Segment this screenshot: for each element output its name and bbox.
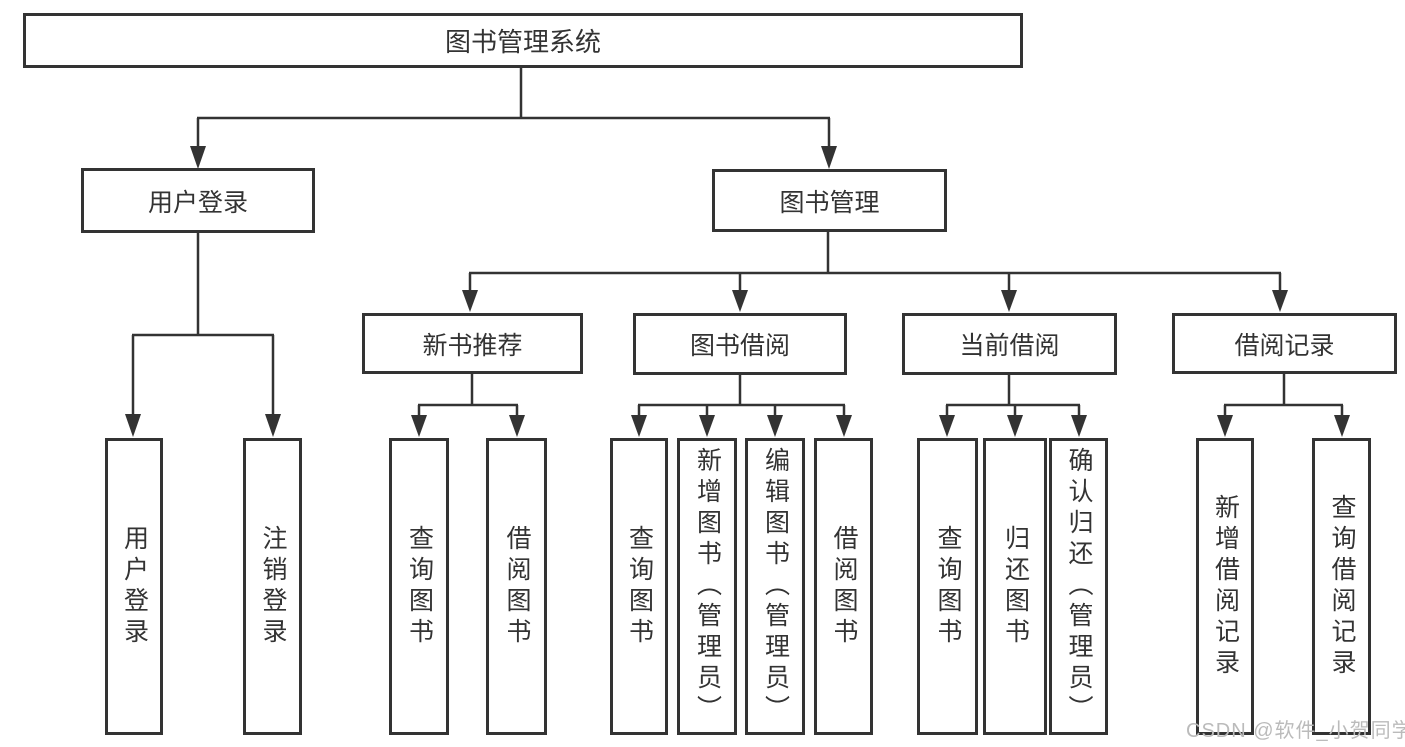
- node-book-management-label: 图书管理: [779, 188, 880, 217]
- arrowhead: [125, 414, 141, 437]
- node-current-borrow: 当前借阅: [902, 313, 1117, 375]
- arrowhead: [939, 415, 955, 437]
- arrowhead: [821, 146, 837, 169]
- arrowhead: [265, 414, 281, 437]
- node-current-borrow-label: 当前借阅: [959, 332, 1060, 360]
- arrowhead: [1217, 415, 1233, 437]
- leaf-bb-add-book-admin: 新增图书（管理员）: [677, 438, 737, 735]
- leaf-cb-confirm-return-admin-label: 确认归还（管理员）: [1065, 447, 1093, 726]
- arrowhead: [1071, 415, 1087, 437]
- leaf-bb-query-book: 查询图书: [610, 438, 668, 735]
- node-book-management: 图书管理: [712, 169, 947, 232]
- leaf-bb-edit-book-admin: 编辑图书（管理员）: [745, 438, 805, 735]
- leaf-nb-query-book: 查询图书: [389, 438, 449, 735]
- arrowhead: [631, 415, 647, 437]
- node-user-login: 用户登录: [81, 168, 315, 233]
- arrowhead: [462, 290, 478, 312]
- node-borrow-records: 借阅记录: [1172, 313, 1397, 374]
- leaf-bb-edit-book-admin-label: 编辑图书（管理员）: [761, 447, 790, 726]
- leaf-br-add-record: 新增借阅记录: [1196, 438, 1254, 735]
- arrowhead: [1334, 415, 1350, 437]
- leaf-nb-borrow-book-label: 借阅图书: [503, 524, 531, 649]
- node-root: 图书管理系统: [23, 13, 1023, 68]
- arrowhead: [1272, 290, 1288, 312]
- leaf-cb-confirm-return-admin: 确认归还（管理员）: [1049, 438, 1108, 735]
- leaf-cb-query-book: 查询图书: [917, 438, 978, 735]
- leaf-logout-login-label: 注销登录: [259, 524, 287, 649]
- leaf-br-query-record-label: 查询借阅记录: [1328, 493, 1356, 680]
- arrowhead: [1007, 415, 1023, 437]
- leaf-nb-borrow-book: 借阅图书: [486, 438, 547, 735]
- leaf-bb-add-book-admin-label: 新增图书（管理员）: [693, 447, 722, 726]
- csdn-watermark: CSDN @软件_小贺同学: [1186, 720, 1405, 742]
- arrowhead: [836, 415, 852, 437]
- node-new-book-recommend-label: 新书推荐: [422, 331, 523, 360]
- leaf-user-login-label: 用户登录: [120, 524, 149, 649]
- arrowhead: [732, 290, 748, 312]
- leaf-cb-query-book-label: 查询图书: [934, 524, 962, 649]
- arrowhead: [190, 146, 206, 169]
- arrowhead: [509, 415, 525, 437]
- arrowhead: [1001, 290, 1017, 312]
- node-book-borrow: 图书借阅: [633, 313, 847, 375]
- node-book-borrow-label: 图书借阅: [689, 332, 790, 360]
- leaf-br-add-record-label: 新增借阅记录: [1211, 493, 1240, 680]
- arrowhead: [699, 415, 715, 437]
- node-borrow-records-label: 借阅记录: [1234, 331, 1335, 360]
- node-user-login-label: 用户登录: [147, 188, 248, 217]
- leaf-bb-borrow-book-label: 借阅图书: [830, 524, 858, 649]
- leaf-bb-borrow-book: 借阅图书: [814, 438, 873, 735]
- leaf-br-query-record: 查询借阅记录: [1312, 438, 1371, 735]
- leaf-cb-return-book-label: 归还图书: [1001, 524, 1030, 649]
- leaf-logout-login: 注销登录: [243, 438, 302, 735]
- leaf-bb-query-book-label: 查询图书: [625, 524, 654, 649]
- leaf-user-login: 用户登录: [105, 438, 163, 735]
- arrowhead: [411, 415, 427, 437]
- leaf-nb-query-book-label: 查询图书: [405, 524, 434, 649]
- arrowhead: [767, 415, 783, 437]
- node-root-label: 图书管理系统: [444, 27, 601, 57]
- leaf-cb-return-book: 归还图书: [983, 438, 1047, 735]
- node-new-book-recommend: 新书推荐: [362, 313, 583, 374]
